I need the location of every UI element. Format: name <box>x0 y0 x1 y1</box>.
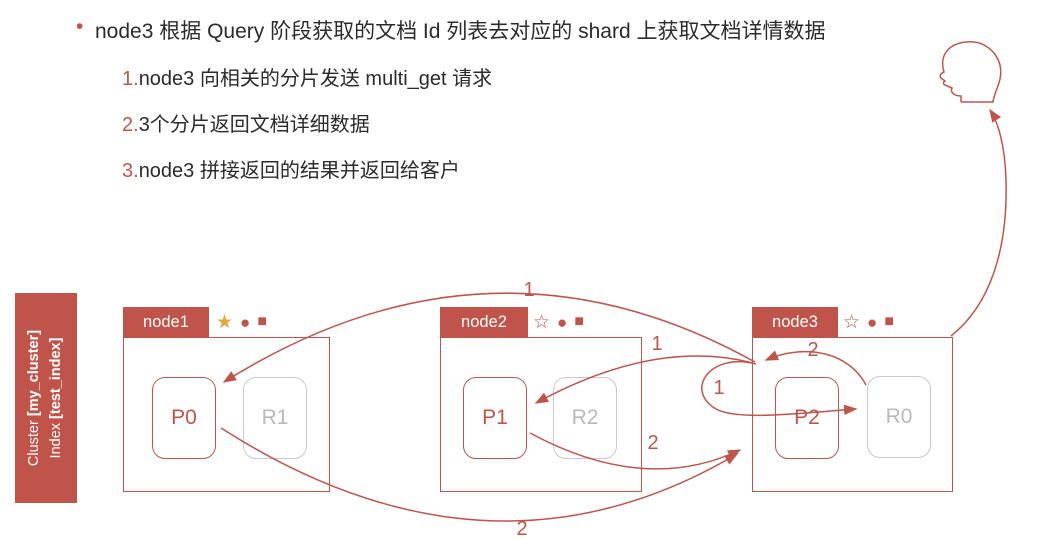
step-text: node3 向相关的分片发送 multi_get 请求 <box>138 68 493 90</box>
arrow-label-response-p0: 2 <box>516 518 527 539</box>
node3-header: node3 <box>752 307 838 337</box>
node2-status-icons: ☆ ● ■ <box>533 307 584 337</box>
arrow-response-from-p2 <box>764 350 867 386</box>
step-number: 2. <box>122 114 139 136</box>
arrow-request-to-p1 <box>534 355 754 404</box>
square-icon: ■ <box>257 313 267 330</box>
shard-p1: P1 <box>463 377 527 459</box>
node2-header: node2 <box>440 307 528 337</box>
arrow-label-request-p2: 1 <box>713 377 724 399</box>
page-title: node3 根据 Query 阶段获取的文档 Id 列表去对应的 shard 上… <box>95 20 826 43</box>
arrow-label-response-p2: 2 <box>807 339 818 361</box>
arrow-label-request-p0: 1 <box>523 279 534 301</box>
master-star-icon: ★ <box>216 311 234 333</box>
step-item-1: 1.node3 向相关的分片发送 multi_get 请求 <box>122 62 492 91</box>
arrow-label-response-p1: 2 <box>647 432 658 454</box>
arrow-response-from-p1 <box>529 432 742 470</box>
shard-r1: R1 <box>243 377 307 459</box>
square-icon: ■ <box>884 313 894 330</box>
step-number: 1. <box>122 68 139 90</box>
node1-header: node1 <box>123 307 209 337</box>
step-text: node3 拼接返回的结果并返回给客户 <box>138 160 460 182</box>
star-outline-icon: ☆ <box>533 311 551 333</box>
arrow-request-to-p2-loop <box>701 361 858 417</box>
arrow-return-to-client <box>950 108 1007 337</box>
cluster-index-sidebar: Cluster [my_cluster] Index [test_index] <box>15 293 77 503</box>
step-text: 3个分片返回文档详细数据 <box>138 114 370 136</box>
arrow-label-request-p1: 1 <box>651 333 662 355</box>
shard-p2: P2 <box>775 377 839 459</box>
step-item-3: 3.node3 拼接返回的结果并返回给客户 <box>122 154 460 183</box>
circle-icon: ● <box>240 312 251 332</box>
star-outline-icon: ☆ <box>843 311 861 333</box>
circle-icon: ● <box>557 312 568 332</box>
shard-p0: P0 <box>152 377 216 459</box>
square-icon: ■ <box>574 313 584 330</box>
arrow-response-from-p0 <box>220 427 739 522</box>
arrow-request-to-p0 <box>222 292 756 383</box>
node1-status-icons: ★ ● ■ <box>216 307 267 337</box>
client-head-icon <box>939 41 1002 103</box>
shard-r2: R2 <box>553 377 617 459</box>
step-number: 3. <box>122 160 139 182</box>
shard-r0: R0 <box>867 376 931 458</box>
step-item-2: 2.3个分片返回文档详细数据 <box>122 108 370 137</box>
bullet-icon: • <box>76 15 84 38</box>
node3-status-icons: ☆ ● ■ <box>843 307 894 337</box>
circle-icon: ● <box>867 312 878 332</box>
